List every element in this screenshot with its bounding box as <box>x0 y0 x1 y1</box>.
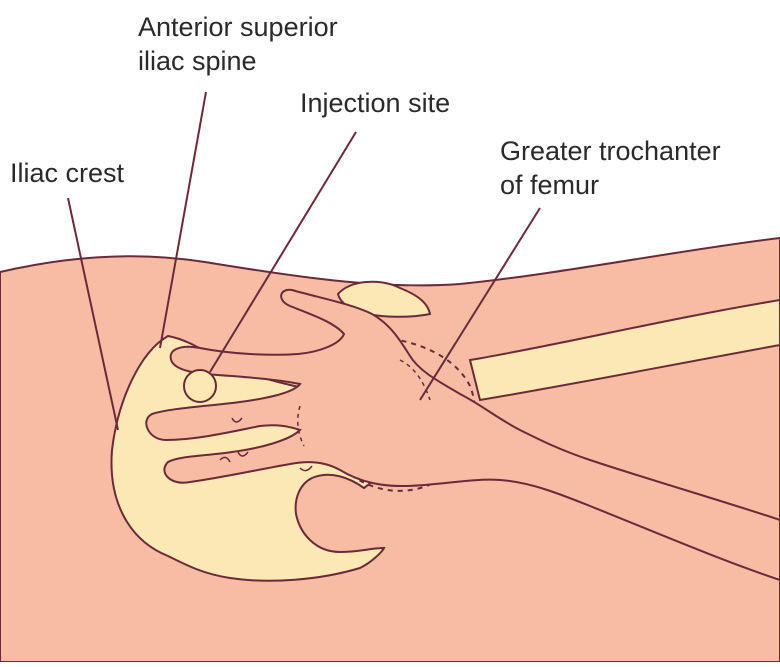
label-greater-trochanter: Greater trochanter of femur <box>500 134 721 202</box>
label-asis-line2: iliac spine <box>138 44 338 78</box>
label-iliac-crest: Iliac crest <box>10 156 124 190</box>
label-gt-line2: of femur <box>500 168 721 202</box>
label-gt-line1: Greater trochanter <box>500 134 721 168</box>
label-anterior-superior-iliac-spine: Anterior superior iliac spine <box>138 10 338 78</box>
injection-site-marker <box>184 370 216 402</box>
label-asis-line1: Anterior superior <box>138 10 338 44</box>
label-injection-site: Injection site <box>300 86 450 120</box>
